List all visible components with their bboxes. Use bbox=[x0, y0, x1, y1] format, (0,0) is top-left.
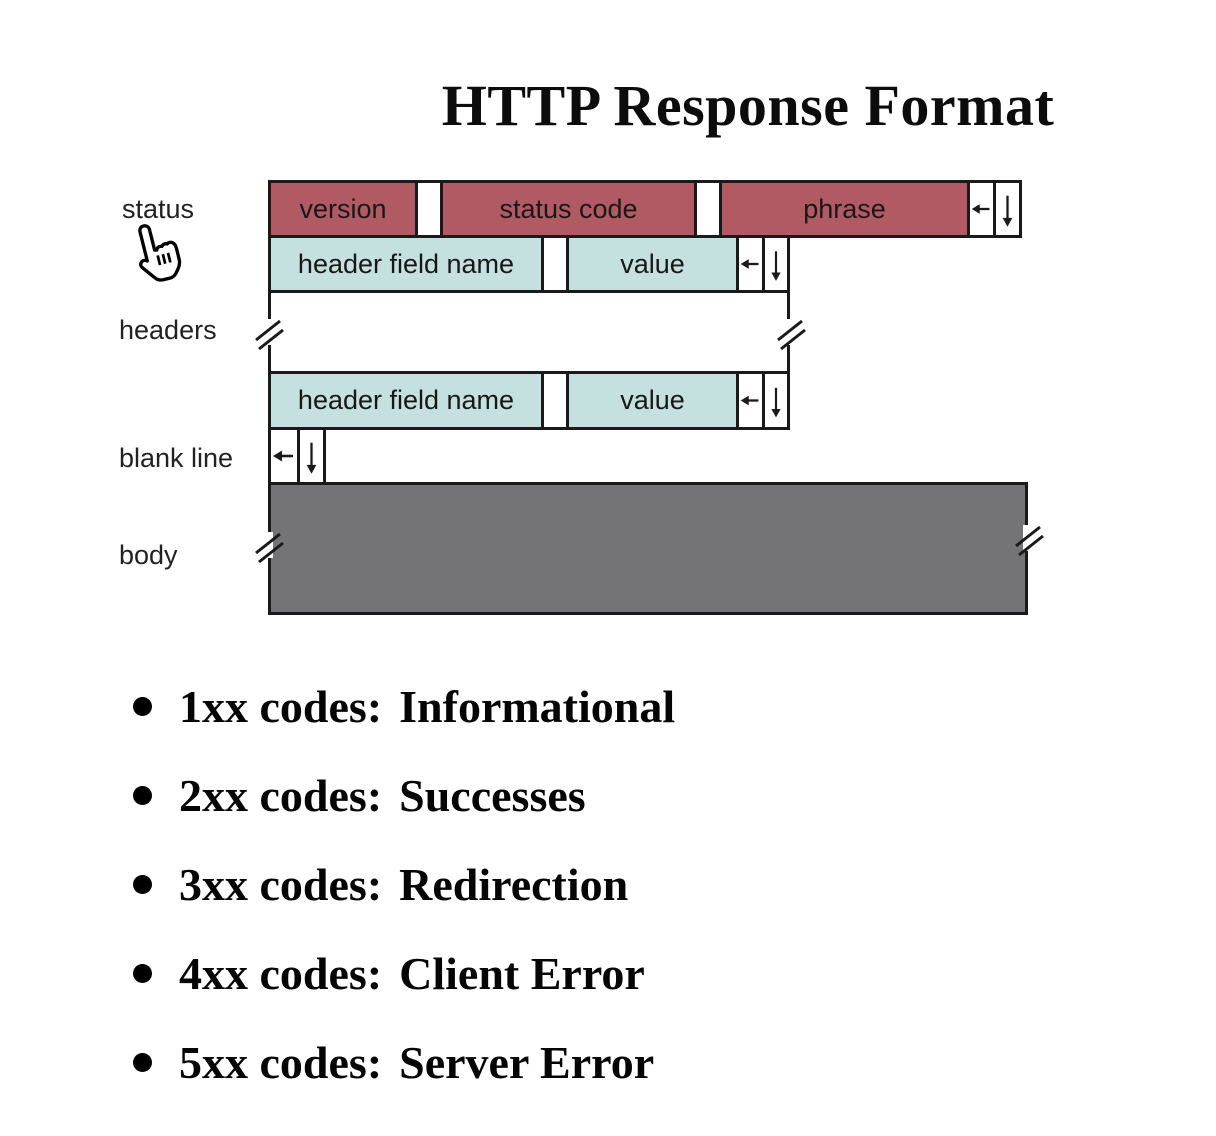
break-icon-body-right bbox=[1011, 518, 1045, 558]
list-item: 2xx codes: Successes bbox=[133, 765, 675, 825]
header-value: value bbox=[566, 238, 736, 290]
code-class: 2xx codes: bbox=[179, 769, 383, 821]
blank-line-row bbox=[268, 427, 326, 485]
code-desc: Informational bbox=[399, 680, 676, 732]
code-class: 3xx codes: bbox=[179, 858, 383, 910]
header-field-name: header field name bbox=[271, 238, 541, 290]
label-blank-line: blank line bbox=[119, 443, 234, 473]
separator-space bbox=[541, 374, 566, 427]
line-feed-icon bbox=[993, 183, 1019, 235]
bullet-icon bbox=[133, 963, 152, 983]
separator-space bbox=[694, 183, 719, 235]
label-status: status bbox=[122, 194, 195, 224]
status-code-field: status code bbox=[440, 183, 694, 235]
code-desc: Successes bbox=[399, 769, 586, 821]
carriage-return-icon bbox=[736, 374, 762, 427]
carriage-return-icon bbox=[271, 430, 297, 482]
bullet-icon bbox=[133, 785, 152, 805]
body-box bbox=[268, 482, 1028, 615]
bullet-icon bbox=[133, 696, 152, 716]
label-headers: headers bbox=[119, 315, 217, 345]
code-class: 5xx codes: bbox=[179, 1036, 383, 1088]
header-field-name: header field name bbox=[271, 374, 541, 427]
code-desc: Redirection bbox=[399, 858, 629, 910]
list-item: 1xx codes: Informational bbox=[133, 676, 675, 736]
separator-space bbox=[415, 183, 440, 235]
list-item: 5xx codes: Server Error bbox=[133, 1032, 675, 1092]
code-class: 4xx codes: bbox=[179, 947, 383, 999]
carriage-return-icon bbox=[967, 183, 993, 235]
line-feed-icon bbox=[762, 238, 787, 290]
list-item: 4xx codes: Client Error bbox=[133, 943, 675, 1003]
separator-space bbox=[541, 238, 566, 290]
break-icon-headers-left bbox=[251, 312, 285, 352]
version-field: version bbox=[271, 183, 415, 235]
headers-continuation-box bbox=[268, 290, 790, 374]
code-desc: Client Error bbox=[399, 947, 645, 999]
break-icon-headers-right bbox=[773, 312, 807, 352]
status-line-row: version status code phrase bbox=[268, 180, 1022, 238]
line-feed-icon bbox=[297, 430, 323, 482]
list-item: 3xx codes: Redirection bbox=[133, 854, 675, 914]
code-desc: Server Error bbox=[399, 1036, 655, 1088]
line-feed-icon bbox=[762, 374, 787, 427]
carriage-return-icon bbox=[736, 238, 762, 290]
code-class: 1xx codes: bbox=[179, 680, 383, 732]
header-line-row-bottom: header field name value bbox=[268, 371, 790, 430]
phrase-field: phrase bbox=[719, 183, 967, 235]
bullet-icon bbox=[133, 874, 152, 894]
header-value: value bbox=[566, 374, 736, 427]
bullet-icon bbox=[133, 1052, 152, 1072]
header-line-row-top: header field name value bbox=[268, 235, 790, 293]
label-body: body bbox=[119, 540, 178, 570]
status-code-list: 1xx codes: Informational 2xx codes: Succ… bbox=[133, 676, 675, 1121]
break-icon-body-left bbox=[251, 525, 285, 565]
hand-pointer-cursor-icon bbox=[126, 218, 190, 288]
page-title: HTTP Response Format bbox=[441, 73, 1055, 138]
